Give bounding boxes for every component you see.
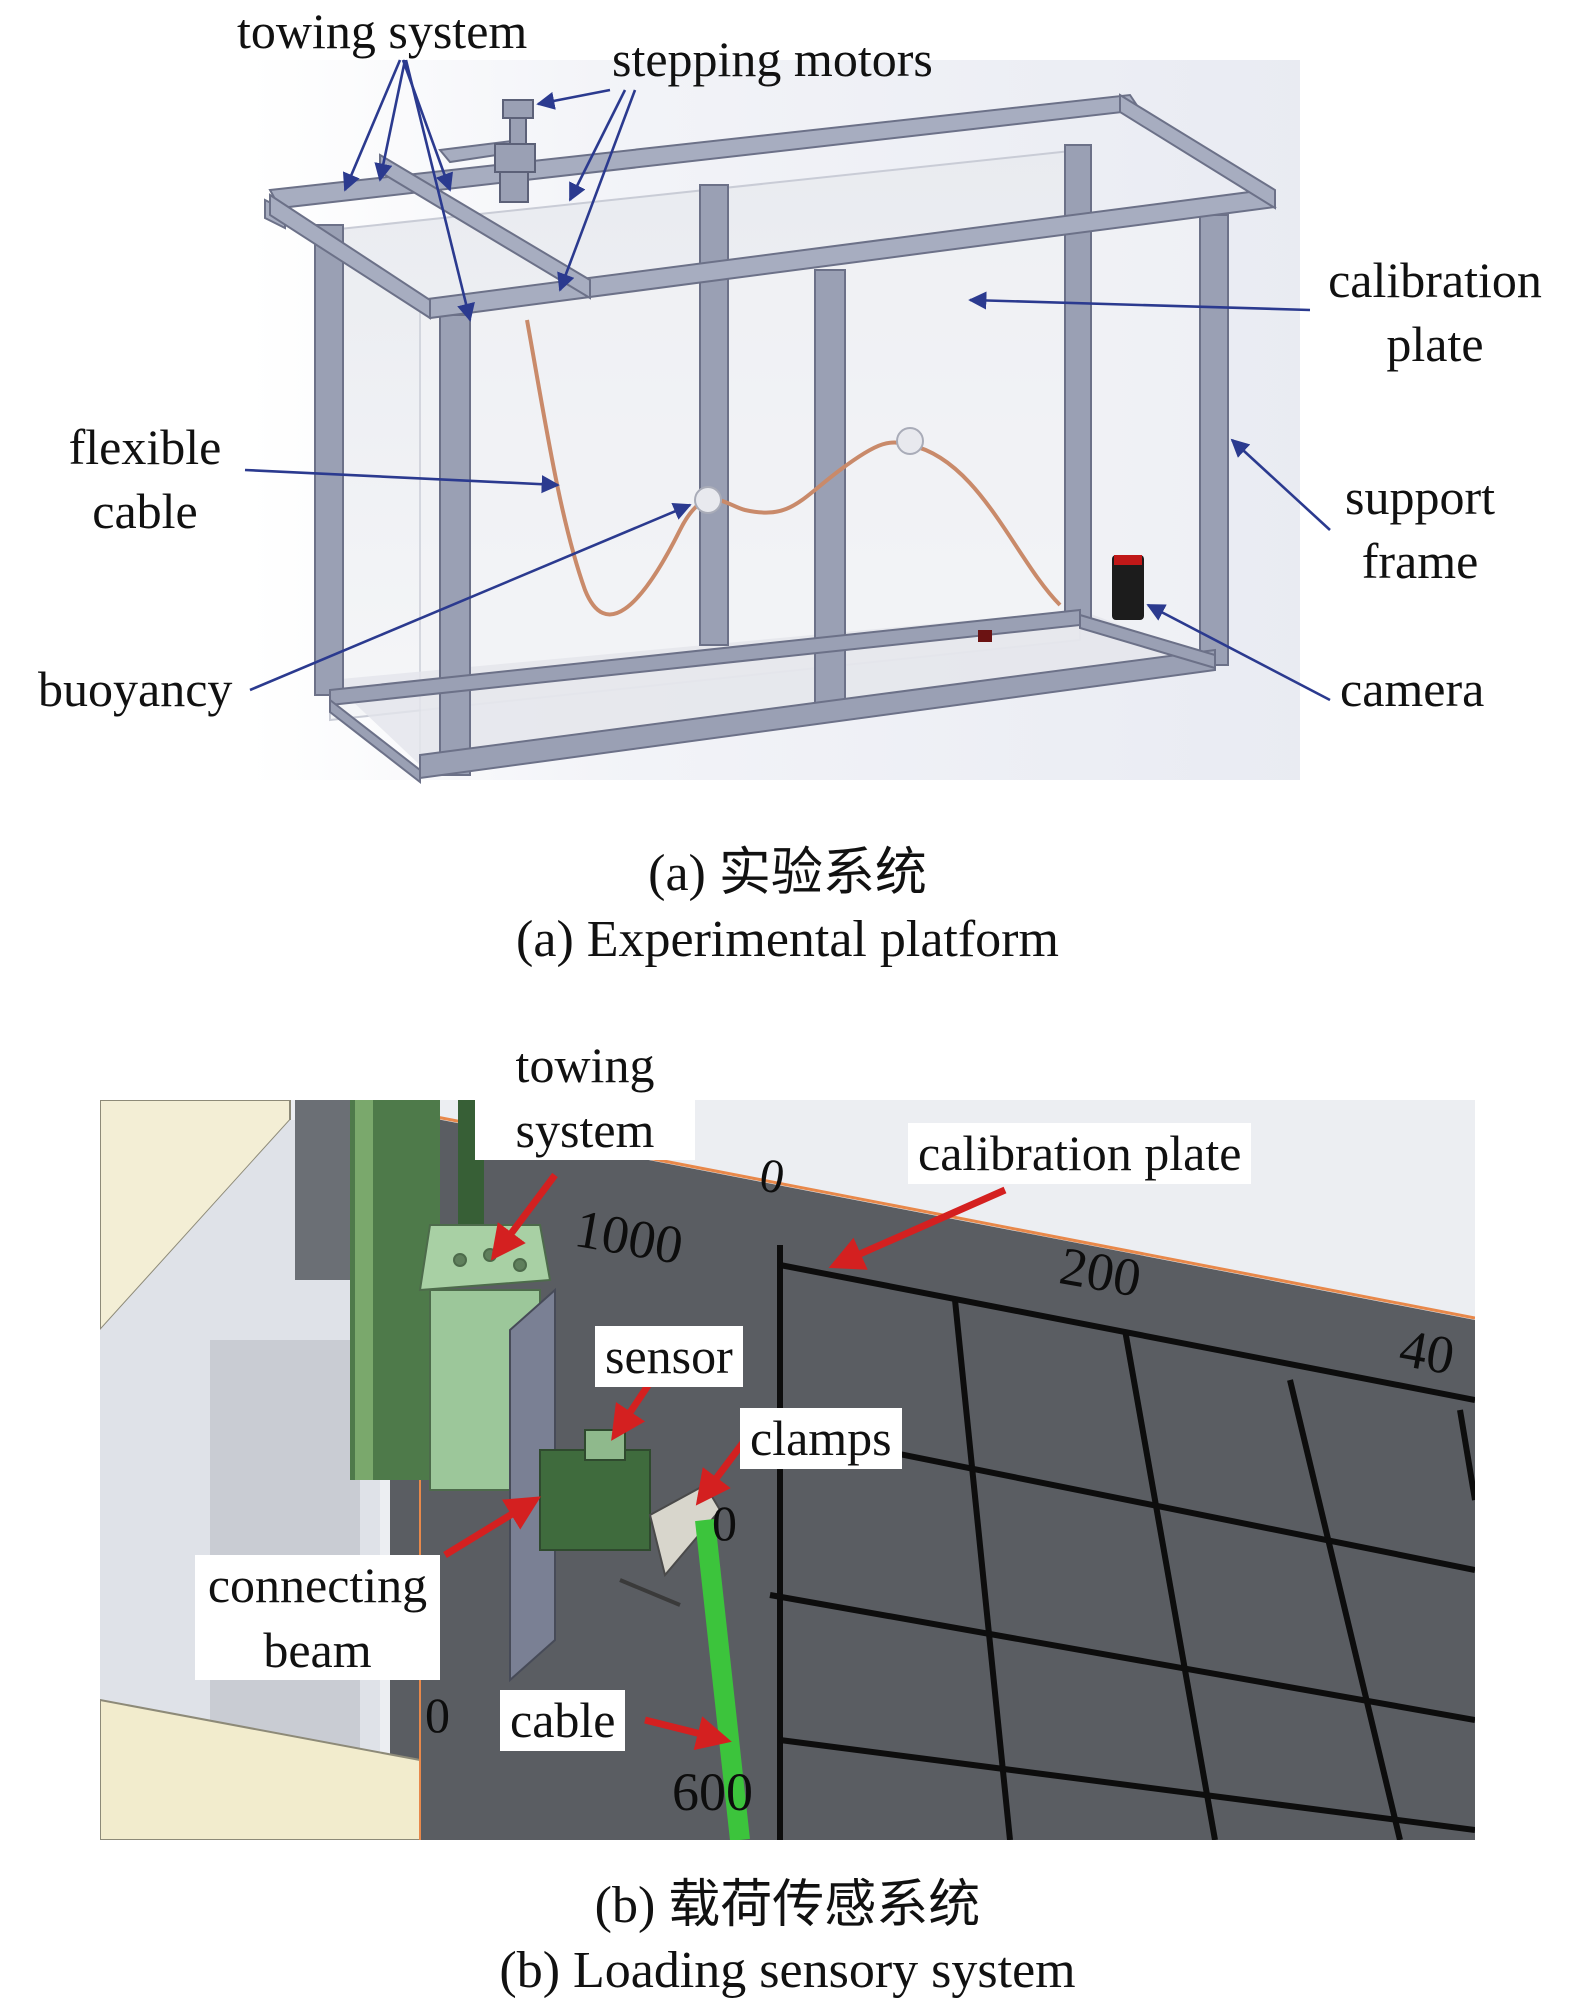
annotation-arrows xyxy=(244,59,1331,702)
experimental-platform-diagram xyxy=(244,59,1331,785)
frame-beam xyxy=(100,1100,291,1332)
frame-base xyxy=(100,1698,421,1840)
caption-en-b: (b) Loading sensory system xyxy=(499,1942,1076,1999)
label-towing-system: towing system xyxy=(237,3,528,59)
label-line: beam xyxy=(263,1621,372,1678)
support-frame xyxy=(314,144,1229,785)
red-annotation-arrows xyxy=(443,1172,1007,1751)
scale-number: 0 xyxy=(755,1148,789,1205)
tank-floor xyxy=(330,610,1215,765)
caption-cn-b: (b) 载荷传感系统 xyxy=(594,1877,981,1934)
caption-en-a: (a) Experimental platform xyxy=(516,911,1059,968)
label-sensor: sensor xyxy=(595,1326,743,1387)
label-line: support xyxy=(1345,469,1495,525)
towing-rail xyxy=(350,1100,484,1480)
scale-number: 600 xyxy=(672,1762,753,1822)
sensor-block xyxy=(539,1429,651,1551)
label-line: calibration xyxy=(1328,252,1542,308)
scale-number: 0 xyxy=(425,1687,450,1743)
label-cable: cable xyxy=(500,1690,626,1751)
carriage-block xyxy=(418,1224,552,1491)
label-line: plate xyxy=(1386,316,1484,372)
flexible-cable xyxy=(525,319,1062,617)
buoyancy-sphere xyxy=(694,486,722,514)
caption-cn-a: (a) 实验系统 xyxy=(648,845,927,902)
label-line: system xyxy=(515,1101,655,1158)
scale-number: 0 xyxy=(712,1495,737,1551)
floor-marker xyxy=(978,630,992,642)
label-flexible-cable: flexible cable xyxy=(45,422,245,536)
scale-number: 1000 xyxy=(570,1198,688,1276)
label-line: towing xyxy=(515,1037,655,1093)
scale-number: 200 xyxy=(1055,1235,1146,1309)
label-support-frame: support frame xyxy=(1320,472,1520,586)
towing-system-rails xyxy=(264,93,1277,320)
stepping-motor xyxy=(494,99,536,203)
label-line: flexible xyxy=(68,419,222,475)
label-connecting-beam: connecting beam xyxy=(195,1555,440,1680)
label-calibration-plate-b: calibration plate xyxy=(908,1123,1252,1184)
camera-icon xyxy=(1112,555,1144,620)
label-clamps: clamps xyxy=(740,1408,902,1469)
label-buoyancy: buoyancy xyxy=(38,661,233,717)
connecting-beam xyxy=(509,1287,556,1683)
label-line: frame xyxy=(1361,533,1479,589)
buoyancy-sphere xyxy=(896,427,924,455)
label-camera: camera xyxy=(1340,661,1485,717)
label-stepping-motors: stepping motors xyxy=(612,31,933,87)
label-towing-system-b: towing system xyxy=(475,1035,695,1160)
clamp xyxy=(619,1483,722,1607)
label-line: connecting xyxy=(207,1557,428,1613)
label-calibration-plate: calibration plate xyxy=(1305,255,1565,369)
mount-bracket xyxy=(295,1100,355,1280)
label-line: cable xyxy=(92,483,198,539)
calibration-grid xyxy=(769,1245,1475,1840)
frame-post xyxy=(100,1120,380,1840)
scale-number: 40 xyxy=(1395,1317,1459,1387)
